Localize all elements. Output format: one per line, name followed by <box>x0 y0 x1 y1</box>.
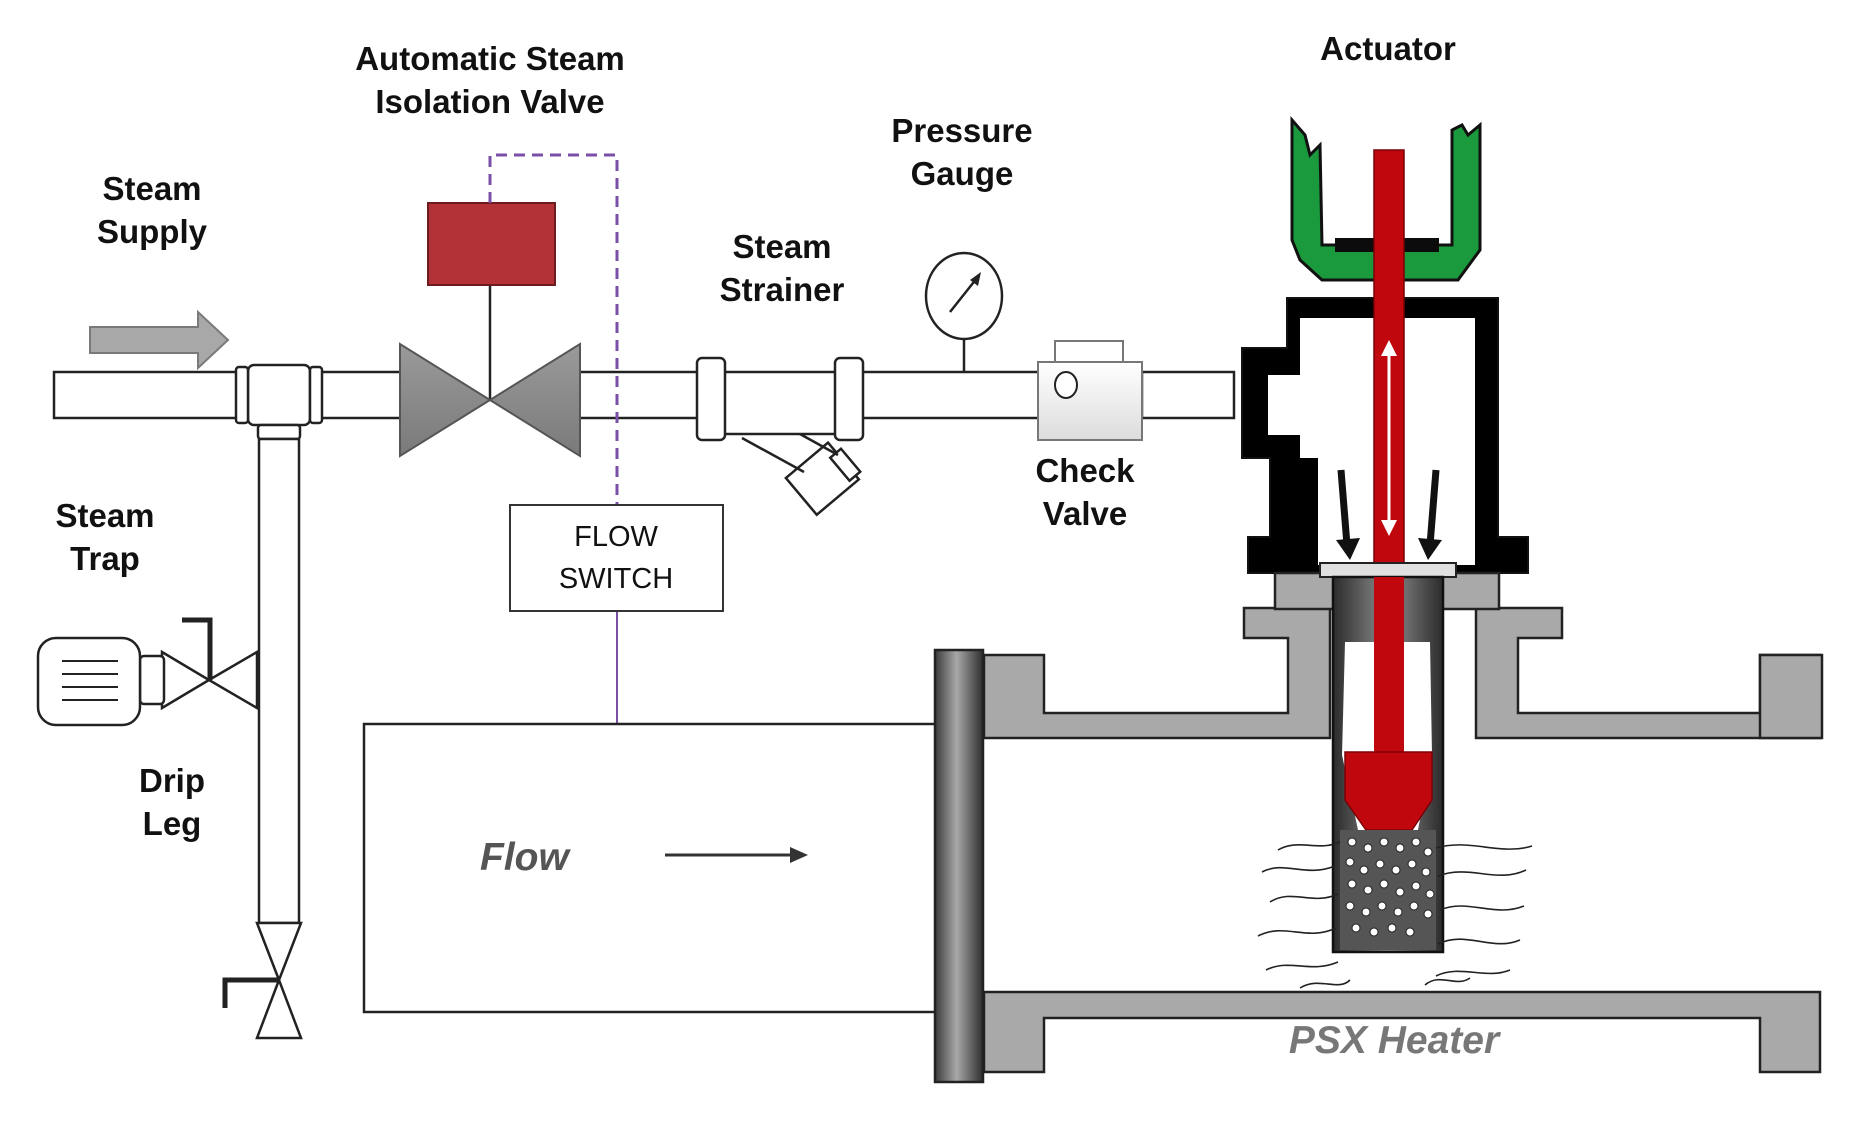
svg-text:Pressure: Pressure <box>891 112 1032 149</box>
svg-text:Automatic Steam: Automatic Steam <box>355 40 625 77</box>
isolation-valve-label: Automatic Steam Isolation Valve <box>355 40 625 120</box>
svg-text:Isolation Valve: Isolation Valve <box>375 83 604 120</box>
svg-text:Strainer: Strainer <box>720 271 845 308</box>
svg-text:Steam: Steam <box>55 497 154 534</box>
check-valve-icon <box>1037 340 1143 441</box>
svg-text:Gauge: Gauge <box>911 155 1014 192</box>
pressure-gauge-icon <box>924 251 1004 372</box>
drip-leg-label: Drip Leg <box>139 762 205 842</box>
flow-label: Flow <box>480 836 571 879</box>
drip-leg-pipe <box>257 437 301 925</box>
check-valve-label: Check Valve <box>1035 452 1135 532</box>
flow-switch-box <box>509 504 724 612</box>
drip-leg-drain-valve-icon <box>222 921 303 1040</box>
isolation-valve-icon <box>399 285 581 458</box>
steam-trap-label: Steam Trap <box>55 497 154 577</box>
svg-text:Steam: Steam <box>102 170 201 207</box>
svg-text:Valve: Valve <box>1043 495 1127 532</box>
svg-text:Supply: Supply <box>97 213 208 250</box>
psx-heater-label: PSX Heater <box>1289 1019 1501 1062</box>
flow-switch-label-line2: SWITCH <box>559 563 673 595</box>
svg-text:Drip: Drip <box>139 762 205 799</box>
flow-switch-label-line1: FLOW <box>574 521 658 553</box>
isolation-valve-actuator-icon <box>427 202 556 286</box>
steam-dispersion-lines <box>1257 841 1533 989</box>
steam-strainer-label: Steam Strainer <box>720 228 845 308</box>
steam-supply-label: Steam Supply <box>97 170 208 250</box>
steam-trap-icon <box>36 617 259 727</box>
pressure-gauge-label: Pressure Gauge <box>891 112 1032 192</box>
injection-nozzle <box>1331 575 1445 954</box>
steam-supply-arrow-icon <box>89 309 230 371</box>
tee-fitting <box>234 363 324 441</box>
process-pipe <box>362 722 942 1014</box>
signal-line-dashed <box>488 153 619 505</box>
steam-inlet-arrows-icon <box>1336 469 1442 560</box>
svg-text:Steam: Steam <box>732 228 831 265</box>
steam-strainer-icon <box>695 356 865 517</box>
stem-travel-arrow-icon <box>1381 340 1397 536</box>
svg-text:Leg: Leg <box>143 805 202 842</box>
actuator-label: Actuator <box>1320 30 1456 67</box>
steam-line <box>52 370 1236 420</box>
svg-text:Trap: Trap <box>70 540 140 577</box>
svg-text:Check: Check <box>1035 452 1135 489</box>
flow-arrow-icon <box>665 847 808 863</box>
